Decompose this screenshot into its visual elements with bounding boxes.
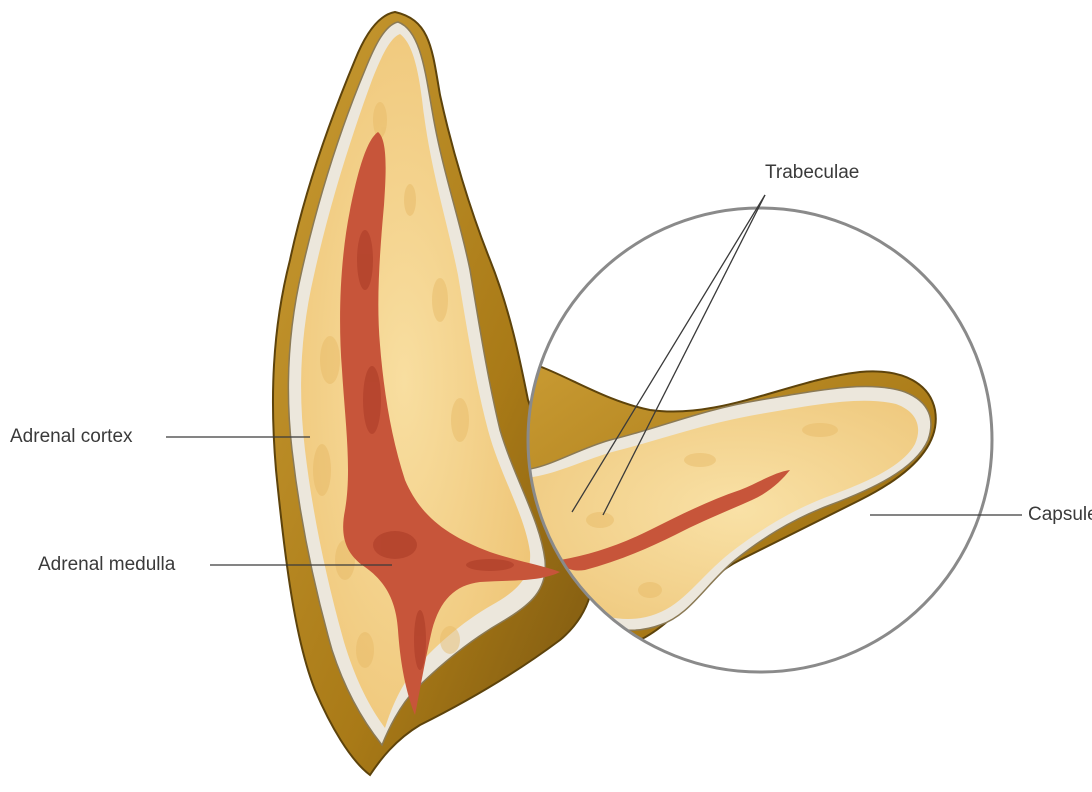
label-adrenal-medulla: Adrenal medulla [38,554,175,576]
label-capsule: Capsule [1028,504,1092,526]
label-trabeculae: Trabeculae [765,162,859,184]
label-adrenal-cortex: Adrenal cortex [10,426,133,448]
magnified-inset [520,200,1000,680]
